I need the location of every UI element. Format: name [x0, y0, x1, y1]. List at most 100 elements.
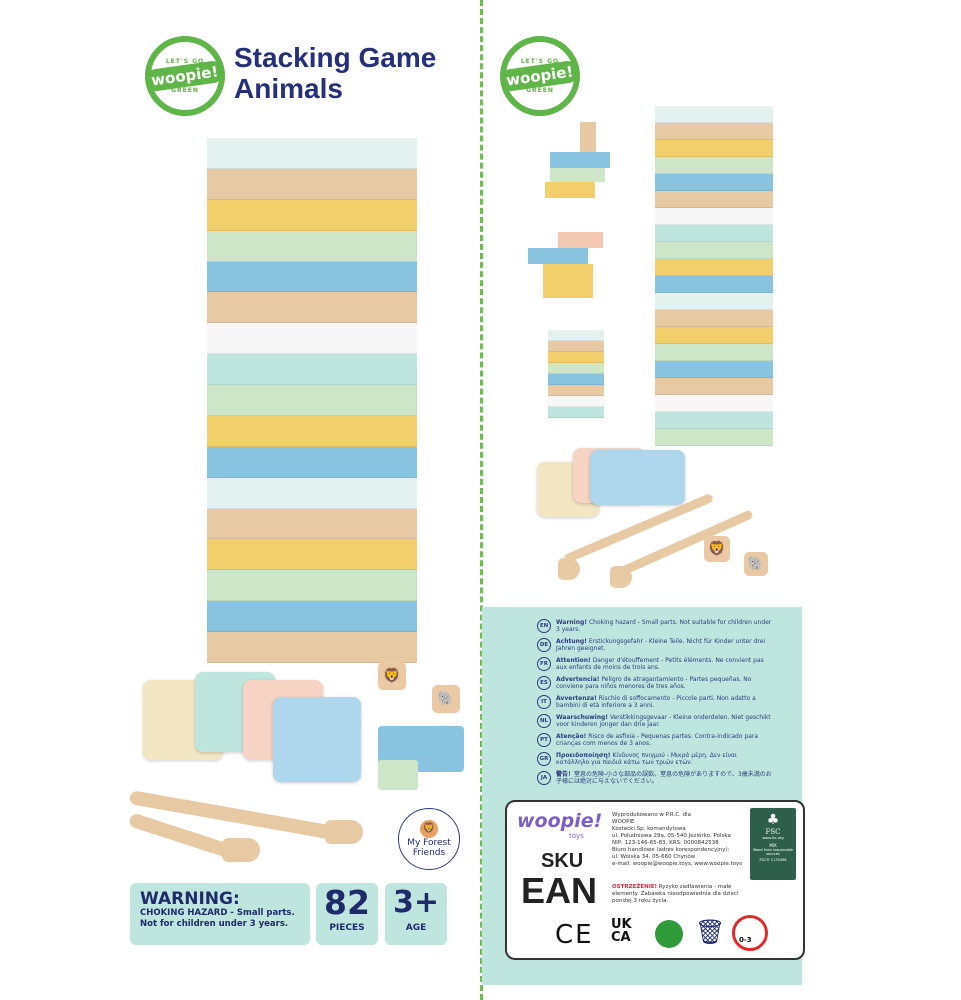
ukca-line-2: CA [611, 930, 631, 945]
title-line-2: Animals [234, 73, 343, 104]
warning-text: Atenção! Risco de asfixia - Pequenas par… [556, 733, 772, 747]
tower-block-row [655, 412, 773, 429]
tall-tower-image [655, 106, 773, 446]
warning-row: IT Avvertenza! Rischio di soffocamento - … [537, 695, 772, 709]
die-icon: 🐘 [744, 552, 768, 576]
product-label: woopie! toys SKU EAN Wyprodukowano w P.R… [505, 800, 805, 960]
label-logo: woopie! [517, 810, 603, 832]
ce-mark: CE [555, 920, 594, 950]
warning-text: Waarschuwing! Verstikkingsgevaar - Klein… [556, 714, 772, 728]
age-label: AGE [405, 923, 427, 933]
tree-icon: ♣ [766, 812, 780, 828]
logo-ring-top: LET'S GO [165, 58, 205, 65]
tower-block-row [655, 106, 773, 123]
tower-block-row [548, 374, 604, 385]
address-line: e-mail: woopie@woopie.toys, www.woopie.t… [612, 861, 743, 867]
logo-ring-bottom: GREEN [171, 87, 199, 94]
warning-body: 窒息の危険-小さな部品の誤飲。窒息の危険がありますので、3歳未満のお子様には絶対… [556, 771, 772, 785]
address-line: WOOPIE [612, 819, 635, 825]
tower-block-row [207, 199, 417, 231]
tower-block-row [548, 330, 604, 341]
tower-block-row [207, 354, 417, 385]
die-icon: 🦁 [378, 662, 406, 690]
tower-block-row [655, 157, 773, 174]
dashed-divider [480, 0, 483, 1000]
warning-bold: Attention! [556, 657, 591, 664]
label-logo-sub: toys [569, 832, 584, 840]
fsc-desc: Wood from responsible sources [752, 848, 794, 856]
warning-text: Achtung! Erstickungsgefahr - Kleine Teil… [556, 638, 772, 652]
pieces-box: 82 PIECES [316, 883, 378, 945]
fsc-url: www.fsc.org [762, 836, 784, 840]
warning-bold: Achtung! [556, 638, 587, 645]
stacking-tower-image [207, 138, 417, 663]
language-badge: EN [537, 619, 551, 633]
tower-block-row [655, 191, 773, 208]
hammer-stick [613, 509, 754, 579]
tower-block-row [655, 259, 773, 276]
fsc-mix: MIX [769, 843, 777, 848]
tower-block-row [548, 352, 604, 363]
die-icon: 🐘 [432, 685, 460, 713]
logo-ring-top: LET'S GO [520, 58, 560, 65]
tower-block-row [655, 344, 773, 361]
tower-block-row [548, 407, 604, 418]
tower-block-row [548, 396, 604, 407]
tower-block-row [207, 138, 417, 169]
tower-block-row [207, 385, 417, 416]
green-dot-icon [655, 920, 683, 948]
address-line: NIP: 123-146-65-83, KRS: 0000842538 [612, 840, 719, 846]
warning-bold: Avvertenza! [556, 695, 597, 702]
language-badge: IT [537, 695, 551, 709]
mini-tower-1 [545, 122, 610, 200]
not-for-under-3-icon: 0-3 [732, 915, 768, 951]
hammer-head [558, 558, 580, 580]
warning-bold: Atenção! [556, 733, 587, 740]
tower-block-row [207, 446, 417, 478]
warning-body: Peligro de atragantamiento - Partes pequ… [556, 676, 752, 690]
tower-block-row [655, 276, 773, 293]
warning-text: Advertencia! Peligro de atragantamiento … [556, 676, 772, 690]
tower-block-row [655, 395, 773, 412]
warning-body: Choking hazard - Small parts. Not suitab… [556, 619, 772, 633]
tower-block-row [655, 208, 773, 225]
warning-text: Attention! Danger d'étouffement - Petits… [556, 657, 772, 671]
polish-warning-text: Ryzyko zadławienia - małe elementy. Zaba… [612, 884, 739, 904]
warning-row: NL Waarschuwing! Verstikkingsgevaar - Kle… [537, 714, 772, 728]
pieces-label: PIECES [329, 923, 365, 933]
warning-body: Verstikkingsgevaar - Kleine onderdelen. … [556, 714, 771, 728]
tower-block-row [548, 363, 604, 374]
hammer-head [222, 838, 260, 862]
tower-block-row [207, 477, 417, 509]
age-value: 3+ [392, 885, 439, 920]
die-icon: 🦁 [704, 536, 730, 562]
tower-block-row [207, 632, 417, 663]
warning-text: Avvertenza! Rischio di soffocamento - Pi… [556, 695, 772, 709]
tower-block-row [207, 508, 417, 540]
warning-body: Risco de asfixia - Pequenas partes. Cont… [556, 733, 759, 747]
tidyman-icon: 🗑 [695, 918, 726, 946]
tower-block-row [655, 140, 773, 157]
ukca-line-1: UK [611, 917, 632, 932]
tower-block-row [655, 378, 773, 395]
my-forest-friends-badge: 🦁 My Forest Friends [398, 808, 460, 870]
tower-block-row [655, 225, 773, 242]
warning-bold: Waarschuwing! [556, 714, 609, 721]
warning-body: Erstickungsgefahr - Kleine Teile. Nicht … [556, 638, 766, 652]
fsc-code: FSC® C133498 [759, 858, 787, 862]
language-badge: JA [537, 771, 551, 785]
title-line-1: Stacking Game [234, 42, 437, 73]
language-badge: FR [537, 657, 551, 671]
pieces-value: 82 [324, 883, 370, 922]
tower-block-row [655, 327, 773, 344]
language-badge: NL [537, 714, 551, 728]
fsc-logo: ♣ FSC www.fsc.org MIX Wood from responsi… [750, 808, 796, 880]
